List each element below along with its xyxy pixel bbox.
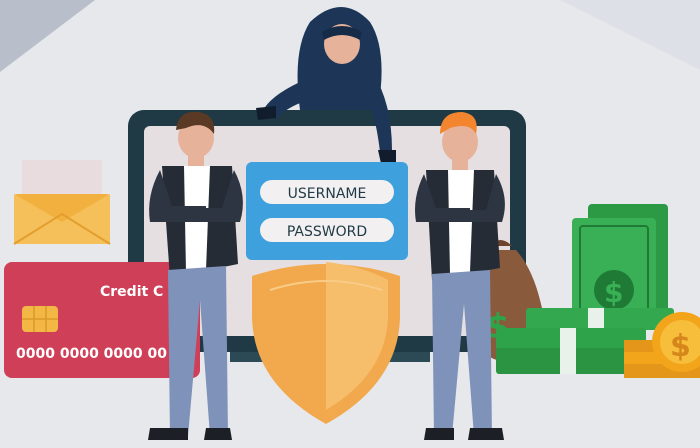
guard-left-pants <box>168 266 228 436</box>
card-label: Credit C <box>100 284 163 300</box>
security-guard-left <box>148 111 243 440</box>
username-label: USERNAME <box>288 186 367 202</box>
guard-right-hair <box>440 112 477 134</box>
coins: $ <box>624 312 700 378</box>
hacker-figure <box>256 7 396 172</box>
guard-left-face <box>178 118 214 158</box>
envelope <box>13 160 111 245</box>
card-number: 0000 0000 0000 00 <box>16 346 167 362</box>
guard-left-shoe-right <box>204 428 232 440</box>
guard-right-crossed-arms-2 <box>452 174 505 222</box>
guard-right-shoe-left <box>424 428 454 440</box>
shield-highlight <box>326 262 388 410</box>
guard-left-hair <box>176 111 215 134</box>
cash-band-top <box>588 308 604 330</box>
guard-right-shoe-right <box>468 428 504 440</box>
hacker-hood-rim <box>322 26 362 40</box>
cash-stacks: $ <box>496 204 674 374</box>
banknote-coin-icon <box>594 270 634 310</box>
guard-right-neck <box>452 158 468 172</box>
shield-icon <box>252 262 400 424</box>
login-panel: USERNAME PASSWORD <box>246 162 408 260</box>
envelope-front <box>14 194 110 244</box>
security-guard-right <box>415 112 505 440</box>
gold-coin-inner <box>660 320 700 364</box>
banknote-dollar-icon: $ <box>604 276 623 309</box>
hacker-left-glove <box>256 106 276 120</box>
chip-lines <box>22 306 58 332</box>
hacker-right-arm <box>368 82 392 152</box>
corner-triangle-top-left <box>0 0 95 72</box>
cash-band-middle <box>560 328 576 350</box>
login-panel-bg <box>246 162 408 260</box>
guard-left-shoe-left <box>148 428 188 440</box>
guard-left-neck <box>188 154 204 168</box>
guard-left-crossed-arms-2 <box>188 170 243 222</box>
corner-shape-top-right <box>560 0 700 70</box>
envelope-fold <box>13 212 111 245</box>
cash-band-bottom <box>560 348 576 374</box>
password-label: PASSWORD <box>287 224 367 240</box>
credit-card-body <box>4 262 200 378</box>
guard-right-pants <box>432 270 492 436</box>
coin-dollar-icon: $ <box>670 329 691 364</box>
username-field <box>260 180 394 204</box>
password-field <box>260 218 394 242</box>
shield-rim <box>269 280 383 291</box>
guard-right-face <box>442 122 478 162</box>
credit-card: Credit C 0000 0000 0000 00 <box>4 262 200 378</box>
